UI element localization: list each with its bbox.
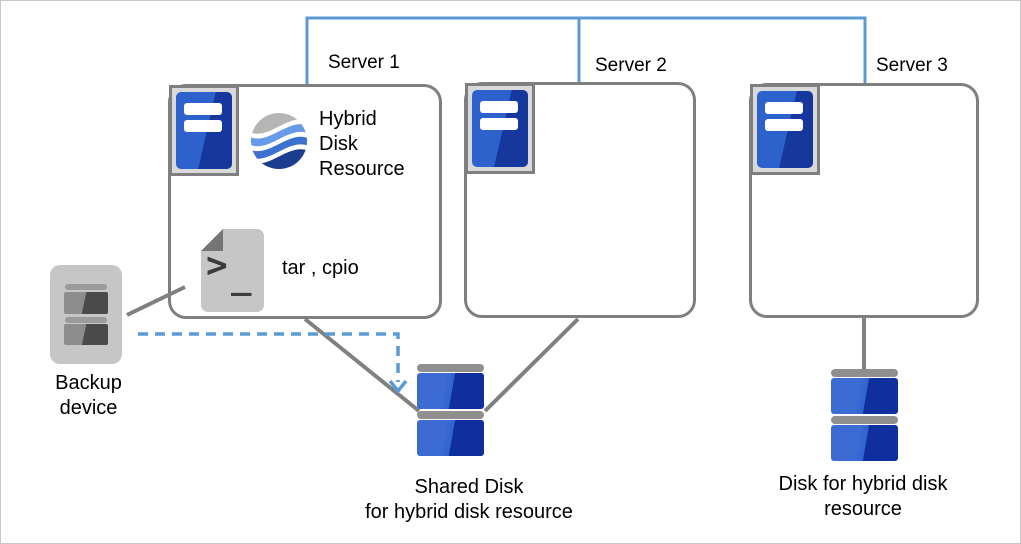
disk-cap: [417, 364, 484, 372]
arrowhead-icon: [388, 379, 408, 394]
disk-unit: [417, 420, 484, 456]
commands-label: tar , cpio: [282, 257, 359, 279]
hybrid-disk-resource-icon: [250, 112, 308, 170]
backup-to-shared-disk-arrow: [138, 332, 400, 382]
server-icon-slot: [765, 119, 803, 131]
server-3-label: Server 3: [876, 55, 948, 76]
shared-disk-icon: [417, 364, 484, 458]
server-icon-slot: [184, 103, 222, 115]
shared-disk-label: Shared Disk for hybrid disk resource: [365, 476, 573, 523]
server-icon-panel: [757, 91, 813, 168]
backup-device-slot: [64, 292, 108, 314]
server2-to-shared-disk-line: [483, 317, 580, 413]
server-icon-slot: [765, 102, 803, 114]
server-icon-panel: [472, 90, 528, 167]
backup-device-label: Backup device: [55, 372, 122, 419]
disk-cap: [831, 369, 898, 377]
server-icon-slot: [480, 118, 518, 130]
server-icon: [169, 85, 239, 176]
backup-device-vent: [65, 317, 107, 323]
underscore-glyph: _: [231, 257, 252, 297]
server-icon: [465, 83, 535, 174]
hybrid-disk-label: Disk for hybrid disk resource: [778, 473, 948, 520]
disk-unit: [831, 425, 898, 461]
server-2-label: Server 2: [595, 55, 667, 76]
server-icon-slot: [480, 101, 518, 113]
server-1-label: Server 1: [328, 52, 400, 73]
server-icon: [750, 84, 820, 175]
server-icon-slot: [184, 120, 222, 132]
disk-unit: [831, 378, 898, 414]
backup-device-vent: [65, 284, 107, 290]
disk-cap: [831, 416, 898, 424]
backup-device-slot: [64, 324, 108, 345]
server1-to-shared-disk-line: [303, 317, 421, 413]
hybrid-disk-resource-label: Hybrid Disk Resource: [319, 108, 405, 180]
backup-device-icon: [50, 265, 122, 364]
hybrid-disk-icon: [831, 369, 898, 463]
prompt-glyph: >: [206, 245, 228, 286]
script-file-icon: > _: [201, 229, 264, 312]
disk-cap: [417, 411, 484, 419]
disk-unit: [417, 373, 484, 409]
server-icon-panel: [176, 92, 232, 169]
